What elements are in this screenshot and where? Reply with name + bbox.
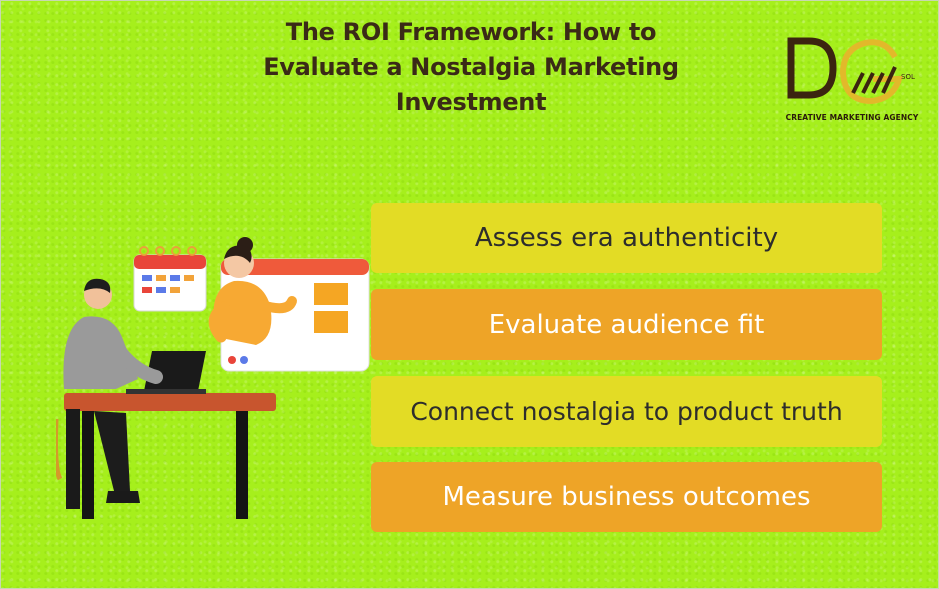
calendar-icon (133, 246, 207, 312)
step-item-1: Assess era authenticity (371, 203, 882, 273)
step-label: Assess era authenticity (474, 223, 779, 253)
page-title: The ROI Framework: How to Evaluate a Nos… (201, 15, 741, 120)
logo-tagline: CREATIVE MARKETING AGENCY (785, 113, 919, 122)
desk (64, 393, 276, 519)
dgsol-logo-mark: SOL (787, 37, 915, 105)
step-item-2: Evaluate audience fit (371, 289, 882, 360)
woman-figure (208, 237, 297, 345)
title-line-1: The ROI Framework: How to (285, 18, 657, 46)
man-figure (53, 278, 163, 509)
step-label: Measure business outcomes (442, 482, 811, 512)
svg-text:SOL: SOL (901, 73, 915, 81)
title-line-3: Investment (395, 88, 547, 116)
step-label: Connect nostalgia to product truth (410, 397, 843, 426)
step-label: Evaluate audience fit (488, 309, 765, 340)
step-item-4: Measure business outcomes (371, 462, 882, 532)
people-at-desk-illustration (53, 237, 370, 519)
step-item-3: Connect nostalgia to product truth (371, 376, 882, 447)
agency-logo: SOL CREATIVE MARKETING AGENCY (777, 27, 927, 127)
title-line-2: Evaluate a Nostalgia Marketing (263, 53, 679, 81)
office-illustration (53, 219, 376, 539)
